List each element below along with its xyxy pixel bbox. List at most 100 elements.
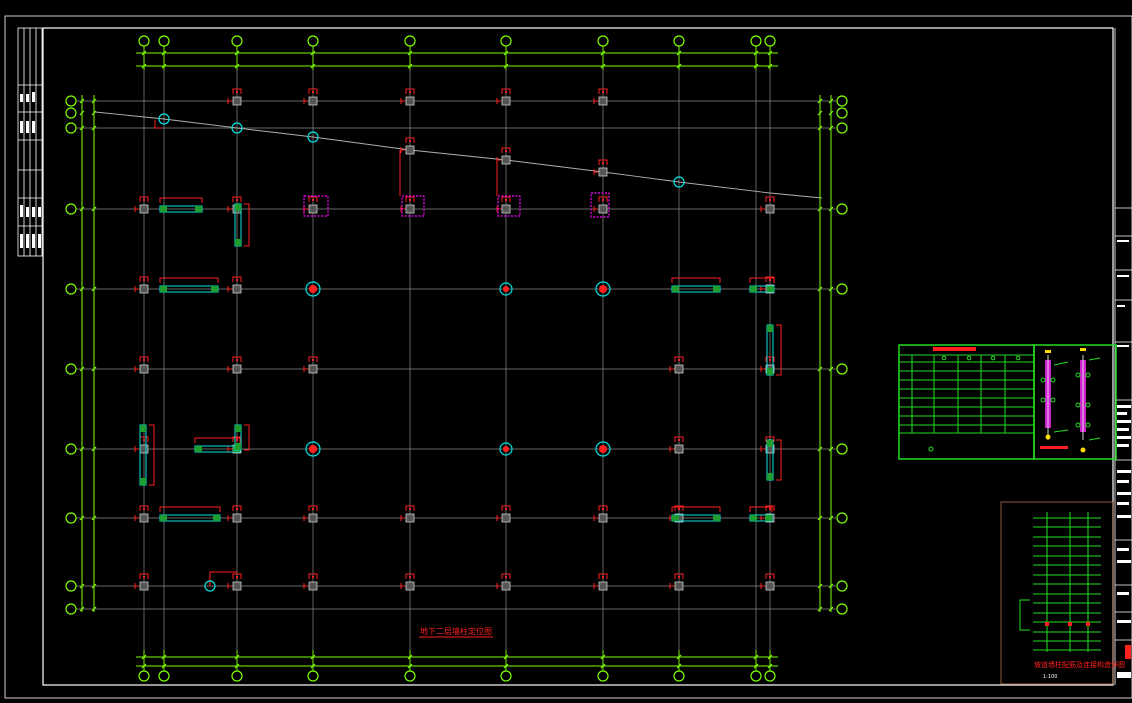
round-column-core (599, 445, 607, 453)
dim-tick (79, 606, 85, 612)
dim-tick (79, 206, 85, 212)
round-column (595, 441, 611, 457)
axis-bubble-bottom (307, 670, 319, 682)
column-square (501, 581, 511, 591)
column-square (139, 581, 149, 591)
column-square (765, 204, 775, 214)
axis-bubble-top (764, 35, 776, 47)
wall-boundary-element (140, 425, 146, 432)
shear-walls (139, 197, 782, 522)
axis-bubble-right (836, 363, 848, 375)
axis-bubble-left (65, 512, 77, 524)
column-tag (405, 573, 415, 579)
column-tag (598, 159, 608, 165)
round-column-core (309, 445, 317, 453)
dim-tick (828, 125, 834, 131)
wall-tag (749, 277, 775, 283)
wall-boundary-element (160, 515, 167, 521)
dim-tick (828, 110, 834, 116)
structural-grid-lines (76, 47, 836, 670)
axis-bubble-top (231, 35, 243, 47)
column-square (598, 204, 608, 214)
dim-tick (828, 206, 834, 212)
axis-bubble-bottom (597, 670, 609, 682)
column-square (308, 581, 318, 591)
axis-bubble-left (65, 203, 77, 215)
wall-tag (776, 439, 782, 481)
axis-bubbles (65, 35, 848, 682)
wall-tag (149, 424, 155, 486)
column-tag (501, 147, 511, 153)
axis-bubble-top (138, 35, 150, 47)
column-square (308, 364, 318, 374)
axis-bubble-bottom (404, 670, 416, 682)
dim-tick (828, 446, 834, 452)
wall-boundary-element (765, 515, 772, 521)
axis-bubble-bottom (158, 670, 170, 682)
column-square (232, 581, 242, 591)
column-tag (232, 356, 242, 362)
column-tag (308, 573, 318, 579)
axis-bubble-bottom (764, 670, 776, 682)
column-square (501, 96, 511, 106)
column-tag (232, 276, 242, 282)
column-tag (674, 573, 684, 579)
column-tag (674, 356, 684, 362)
outer-frame (4, 15, 1132, 699)
axis-bubble-left (65, 122, 77, 134)
rebar-schedule-table (898, 344, 1117, 460)
axis-bubble-right (836, 107, 848, 119)
axis-bubble-bottom (500, 670, 512, 682)
axis-bubble-left (65, 443, 77, 455)
wall-boundary-element (767, 440, 773, 447)
column-tag (765, 196, 775, 202)
ramp-section-detail: 坡道墙柱配筋及连接构造详图 1:100 (1000, 501, 1125, 685)
dim-tick (817, 206, 823, 212)
dim-tick (91, 110, 97, 116)
dim-tick (817, 583, 823, 589)
dim-tick (817, 446, 823, 452)
column-square (308, 96, 318, 106)
dim-tick (91, 446, 97, 452)
column-tag (674, 436, 684, 442)
drawing-title-group: 地下二层墙柱定位图 (419, 626, 493, 638)
axis-bubble-bottom (750, 670, 762, 682)
column-tag (308, 196, 318, 202)
wall-tag (244, 203, 250, 247)
round-column (305, 441, 321, 457)
axis-bubble-right (836, 95, 848, 107)
round-column-core (599, 285, 607, 293)
round-column (595, 281, 611, 297)
round-column-core (503, 446, 509, 452)
round-column-core (309, 285, 317, 293)
wall-tag (194, 437, 241, 443)
wall-boundary-element (713, 515, 720, 521)
dim-tick (817, 286, 823, 292)
column-markers (134, 88, 775, 591)
axis-bubble-right (836, 512, 848, 524)
ramp-column-marker (673, 176, 685, 188)
wall-tag (159, 506, 221, 512)
detail-title: 坡道墙柱配筋及连接构造详图 (1034, 660, 1125, 669)
column-square (598, 96, 608, 106)
dimension-lines (81, 52, 832, 667)
wall-boundary-element (713, 286, 720, 292)
wall-boundary-element (235, 239, 241, 246)
dim-tick (91, 206, 97, 212)
dim-tick (79, 366, 85, 372)
column-tag (765, 436, 775, 442)
wall-boundary-element (140, 478, 146, 485)
column-tag (405, 88, 415, 94)
axis-bubble-top (750, 35, 762, 47)
dim-tick (828, 515, 834, 521)
column-square (598, 581, 608, 591)
column-tag (765, 505, 775, 511)
title-block-text-blocks (1117, 240, 1131, 678)
column-square (139, 513, 149, 523)
column-section-details (1040, 348, 1101, 453)
column-tag (232, 505, 242, 511)
wall-outline (139, 424, 147, 486)
dim-tick (828, 583, 834, 589)
highlighted-columns (303, 192, 610, 218)
